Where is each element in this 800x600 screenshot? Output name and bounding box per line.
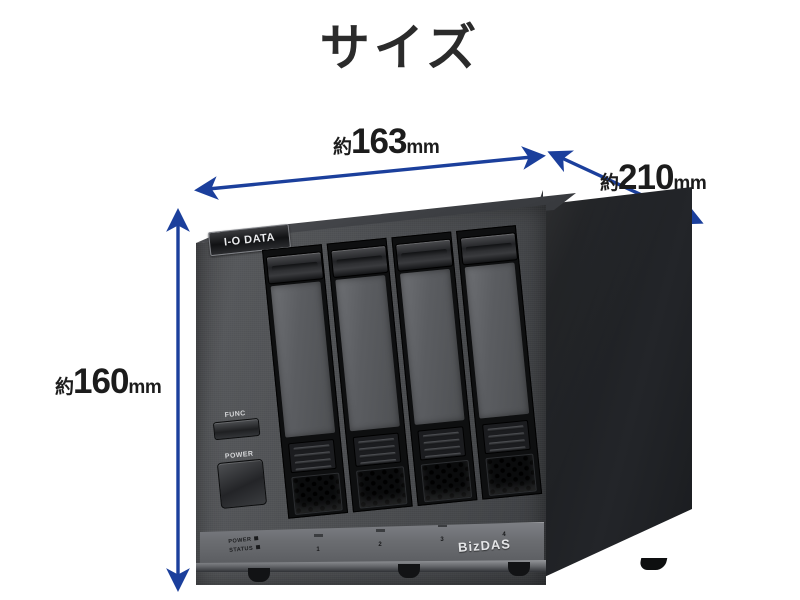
drive-tray-face (270, 281, 336, 438)
drive-bay-numbers: 1 2 3 4 (200, 522, 544, 564)
depth-value: 210 (618, 158, 674, 197)
device-foot (248, 568, 270, 582)
bay-led-3 (437, 524, 447, 527)
height-unit: mm (128, 377, 162, 398)
front-button-group: FUNC POWER (206, 408, 273, 509)
device-base-strip (196, 560, 546, 572)
width-unit: mm (406, 137, 440, 158)
drive-tray-vent-slots (417, 426, 467, 461)
width-value: 163 (351, 122, 407, 161)
drive-tray-handle[interactable] (395, 238, 454, 272)
width-dimension-label: 約163mm (333, 122, 440, 161)
drive-tray-mesh-vent (485, 453, 537, 497)
depth-approx: 約 (600, 173, 619, 194)
drive-tray-vent-slots (287, 438, 337, 474)
io-data-logo-text: I-O DATA (223, 231, 276, 249)
drive-tray-mesh-vent (356, 466, 408, 509)
device-foot (638, 558, 668, 570)
bay-led-2 (375, 529, 385, 532)
drive-tray-mesh-vent (291, 472, 343, 516)
bay-number-2-text: 2 (378, 542, 382, 548)
drive-tray-handle[interactable] (330, 244, 389, 279)
device-foot (398, 564, 420, 578)
height-dimension-label: 約160mm (55, 362, 162, 401)
drive-tray-mesh-vent (420, 459, 473, 503)
drive-bay-group (262, 224, 550, 528)
bay-number-1-text: 1 (316, 547, 320, 553)
drive-tray-vent-slots (352, 432, 402, 467)
drive-tray-face (335, 275, 400, 432)
width-approx: 約 (333, 137, 352, 158)
device-foot (508, 562, 530, 576)
page-title: サイズ (319, 20, 481, 76)
device-side-panel (540, 187, 692, 579)
bay-number-4-text: 4 (502, 532, 506, 538)
height-approx: 約 (55, 377, 74, 398)
drive-tray-handle[interactable] (265, 251, 325, 285)
bay-number-3: 3 (432, 524, 452, 546)
bay-number-1: 1 (308, 534, 328, 556)
func-button[interactable] (212, 417, 261, 441)
side-panel-gloss (540, 187, 692, 579)
power-button[interactable] (216, 458, 268, 509)
bay-led-1 (313, 534, 323, 537)
drive-tray-face (399, 268, 465, 425)
drive-tray-face (464, 262, 530, 419)
bay-number-3-text: 3 (440, 537, 444, 543)
drive-tray-handle[interactable] (459, 232, 519, 266)
height-value: 160 (73, 362, 129, 401)
bay-number-4: 4 (494, 522, 514, 541)
bay-number-2: 2 (370, 529, 390, 551)
drive-tray-vent-slots (482, 419, 531, 455)
